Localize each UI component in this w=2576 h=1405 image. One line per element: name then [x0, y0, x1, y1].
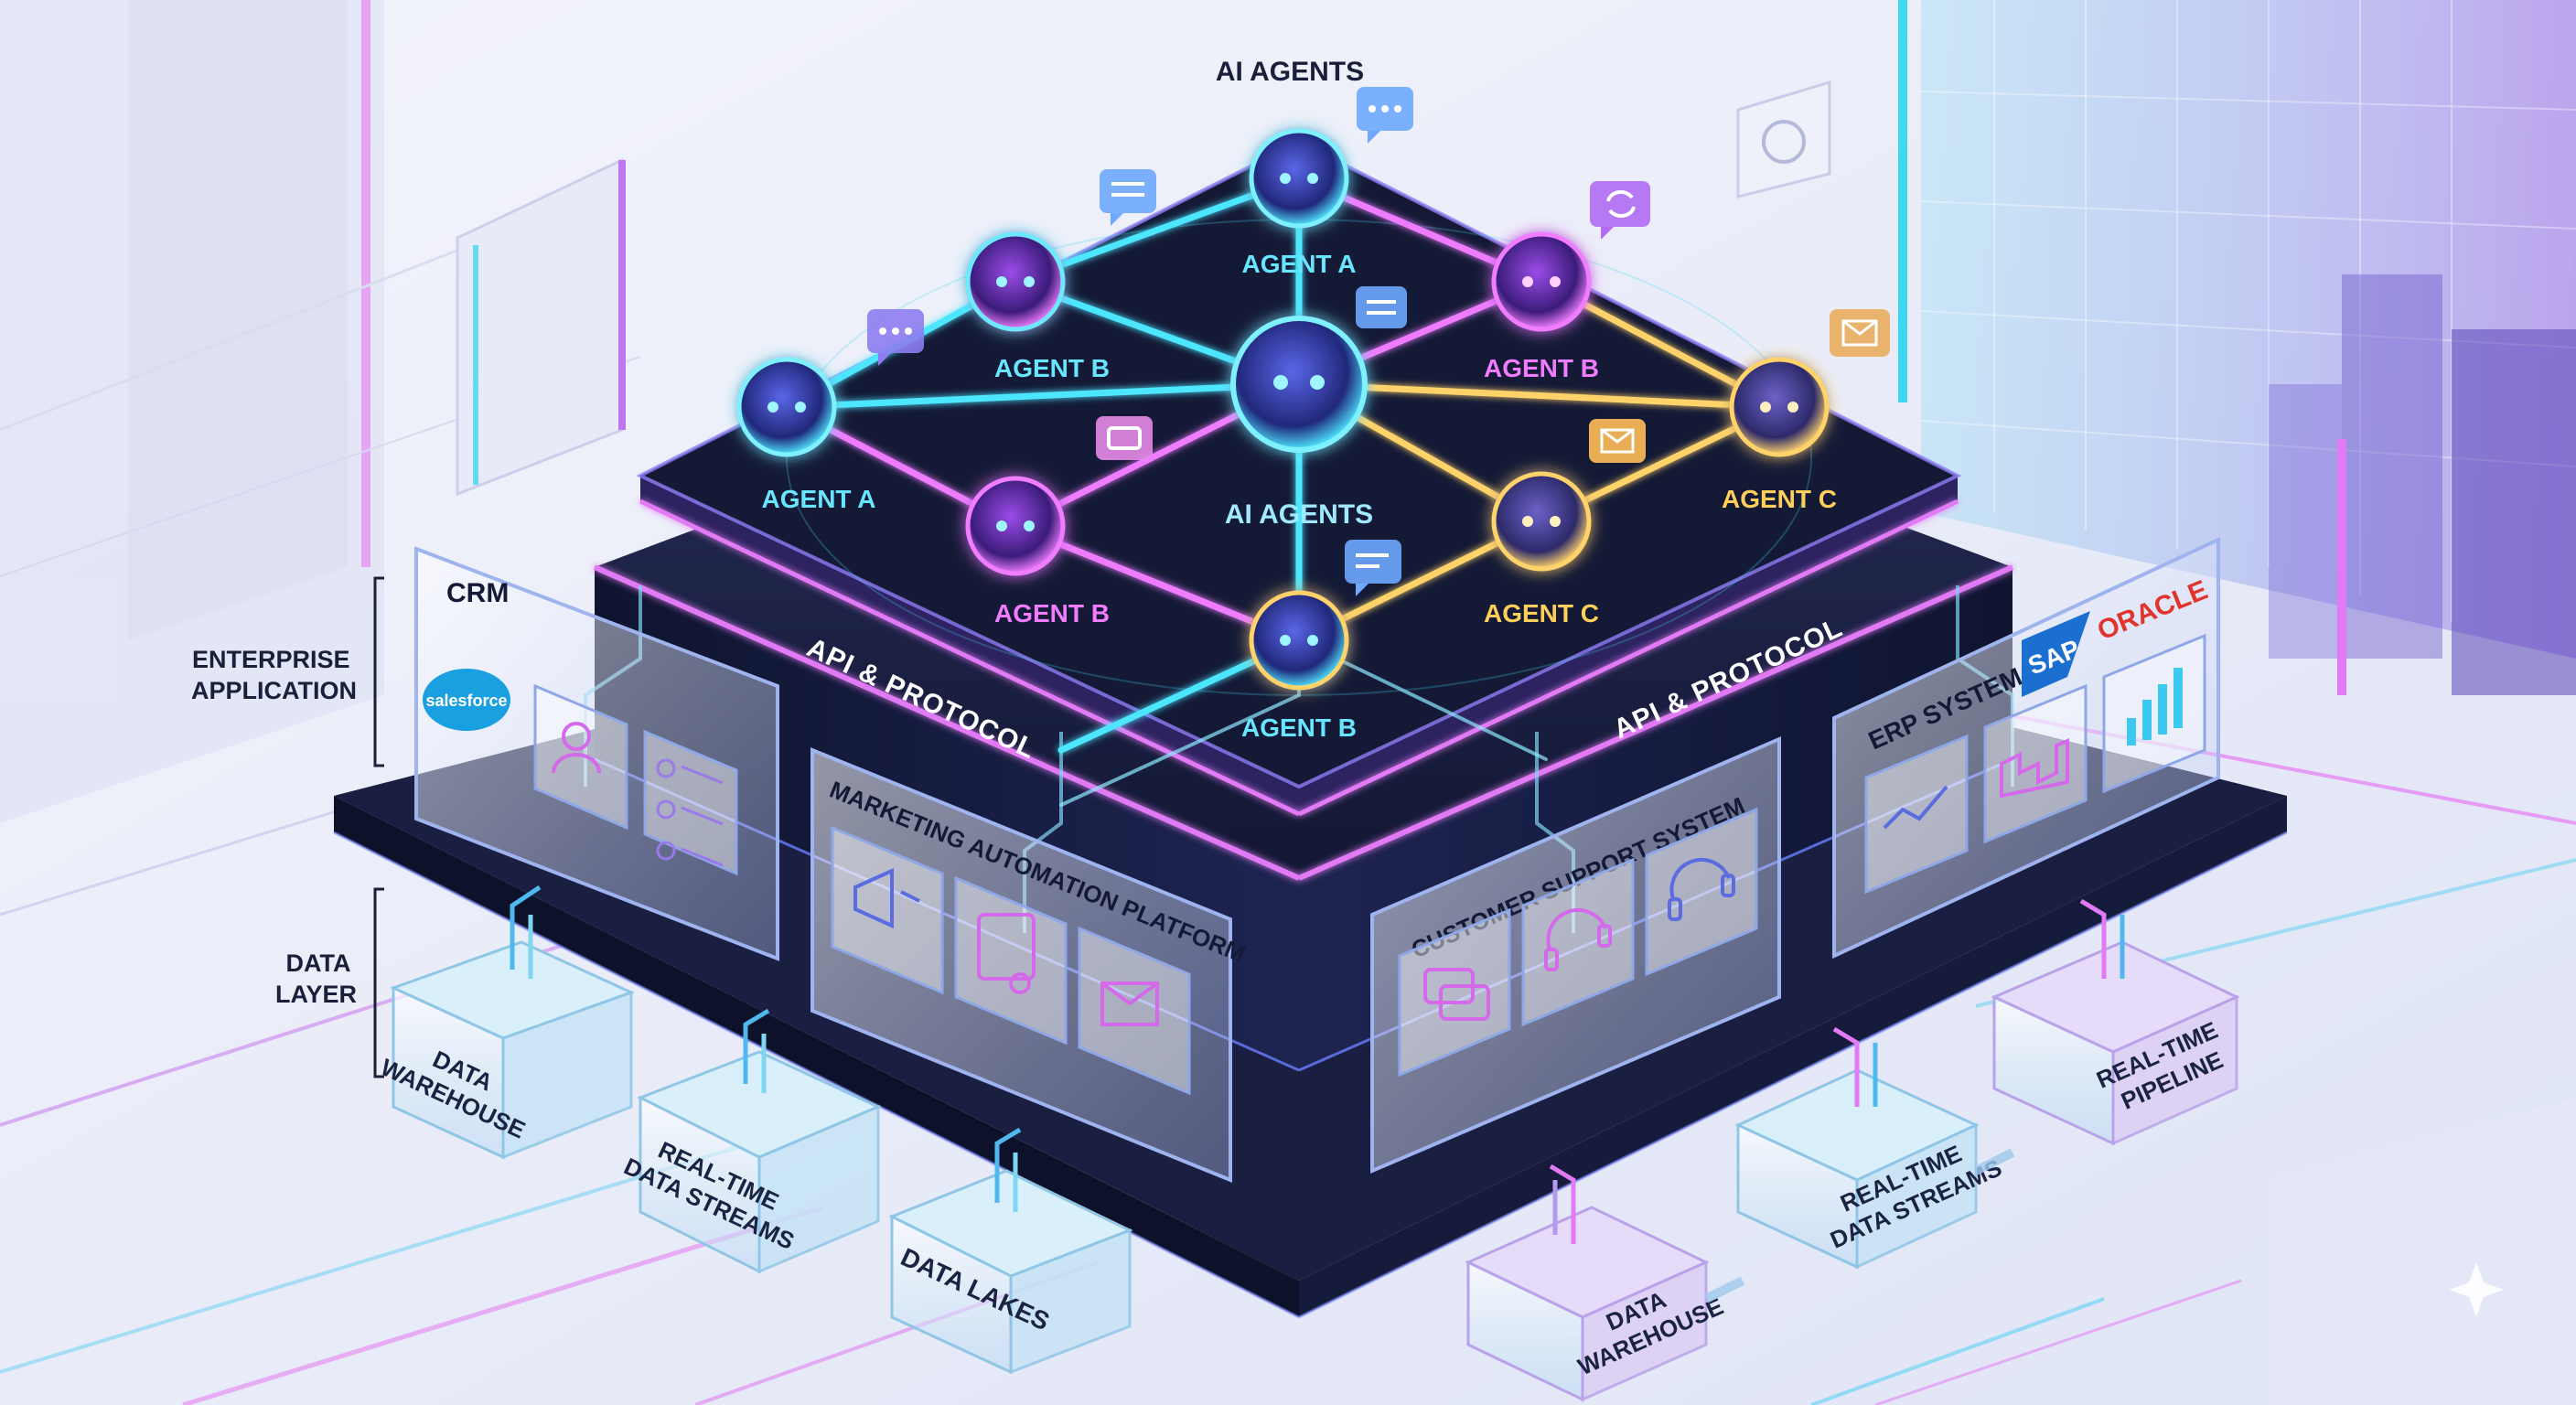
agent-node-upper-right[interactable]	[1491, 231, 1592, 332]
realtime-streams-right-box[interactable]: REAL-TIME DATA STREAMS	[1734, 1026, 2006, 1270]
chat-dots-icon	[867, 309, 924, 366]
bar-chart-icon	[2127, 668, 2183, 745]
megaphone-icon	[853, 867, 920, 929]
layer-label-data-line1: DATA	[286, 949, 350, 977]
line-chart-icon	[1883, 785, 1948, 830]
agent-label-lower-right: AGENT C	[1484, 599, 1599, 627]
realtime-pipeline-box[interactable]: REAL-TIME PIPELINE	[1991, 898, 2240, 1146]
agent-label-upper-right: AGENT B	[1484, 354, 1599, 382]
users-icon	[552, 722, 601, 774]
sparkle-icon	[2449, 1262, 2504, 1317]
layer-label-enterprise-line2: APPLICATION	[191, 677, 357, 704]
background-right-city	[1736, 0, 2576, 1405]
layer-label-data: DATA LAYER	[275, 949, 357, 1008]
agent-label-center: AI AGENTS	[1225, 499, 1373, 530]
message-lines-icon	[1100, 169, 1156, 226]
factory-icon	[2000, 738, 2069, 799]
data-lakes-box[interactable]: DATA LAKES	[888, 1127, 1133, 1375]
contact-card-icon	[656, 758, 724, 867]
agent-node-bottom[interactable]	[1249, 590, 1349, 691]
chat-dots-icon	[1357, 87, 1413, 144]
customer-support-panel[interactable]: CUSTOMER SUPPORT SYSTEM	[1370, 735, 1781, 1174]
envelope-icon	[1589, 419, 1646, 463]
salesforce-logo: salesforce	[423, 669, 510, 731]
message-lines-icon	[1356, 286, 1407, 328]
crm-title: CRM	[446, 578, 509, 608]
agent-node-left[interactable]	[736, 357, 837, 457]
agent-node-upper-left[interactable]	[965, 231, 1066, 332]
layer-bracket-data	[373, 887, 384, 1078]
data-boxes: DATA WAREHOUSE REAL-TIME DATA STREAMS DA…	[377, 885, 2240, 1402]
agent-label-lower-left: AGENT B	[994, 599, 1110, 627]
email-template-icon	[977, 913, 1036, 994]
chat-bubbles-icon	[1423, 968, 1490, 1021]
message-lines-icon	[1345, 540, 1401, 596]
erp-panel[interactable]: ERP SYSTEM SAP ORACLE	[1832, 536, 2220, 960]
envelope-icon	[1100, 981, 1159, 1026]
agent-label-bottom: AGENT B	[1241, 713, 1357, 742]
background-left-architecture	[0, 0, 824, 1405]
agent-label-top: AGENT A	[1242, 250, 1357, 278]
svg-text:salesforce: salesforce	[425, 692, 507, 710]
layer-bracket-enterprise	[373, 576, 384, 767]
agent-node-right[interactable]	[1729, 357, 1830, 457]
agent-node-top[interactable]	[1249, 128, 1349, 229]
agent-nodes: AGENT A AGENT B AGENT B AGENT A AI AGENT…	[736, 128, 1837, 742]
agent-label-upper-left: AGENT B	[994, 354, 1110, 382]
agent-node-center[interactable]	[1230, 316, 1368, 453]
diagram-title: AI AGENTS	[1216, 57, 1364, 87]
envelope-icon	[1830, 309, 1890, 357]
agent-node-lower-right[interactable]	[1491, 471, 1592, 572]
data-warehouse-right-box[interactable]: DATA WAREHOUSE	[1465, 1164, 1727, 1402]
layer-label-enterprise-line1: ENTERPRISE	[192, 646, 350, 673]
camera-icon	[1736, 80, 1831, 198]
agent-label-right: AGENT C	[1722, 485, 1837, 513]
crm-panel[interactable]: CRM salesforce	[414, 546, 779, 961]
sync-icon	[1590, 181, 1650, 240]
layer-label-data-line2: LAYER	[275, 981, 357, 1008]
chat-bubbles	[867, 87, 1890, 596]
agent-node-lower-left[interactable]	[965, 476, 1066, 576]
headset-icon	[1544, 908, 1612, 971]
realtime-streams-left-box[interactable]: REAL-TIME DATA STREAMS	[620, 1008, 882, 1274]
headset-icon	[1668, 858, 1735, 921]
data-box-connectors	[1703, 1148, 2015, 1303]
layer-label-enterprise: ENTERPRISE APPLICATION	[191, 646, 357, 704]
chat-text-icon	[1096, 416, 1153, 460]
agent-label-left: AGENT A	[762, 485, 876, 513]
